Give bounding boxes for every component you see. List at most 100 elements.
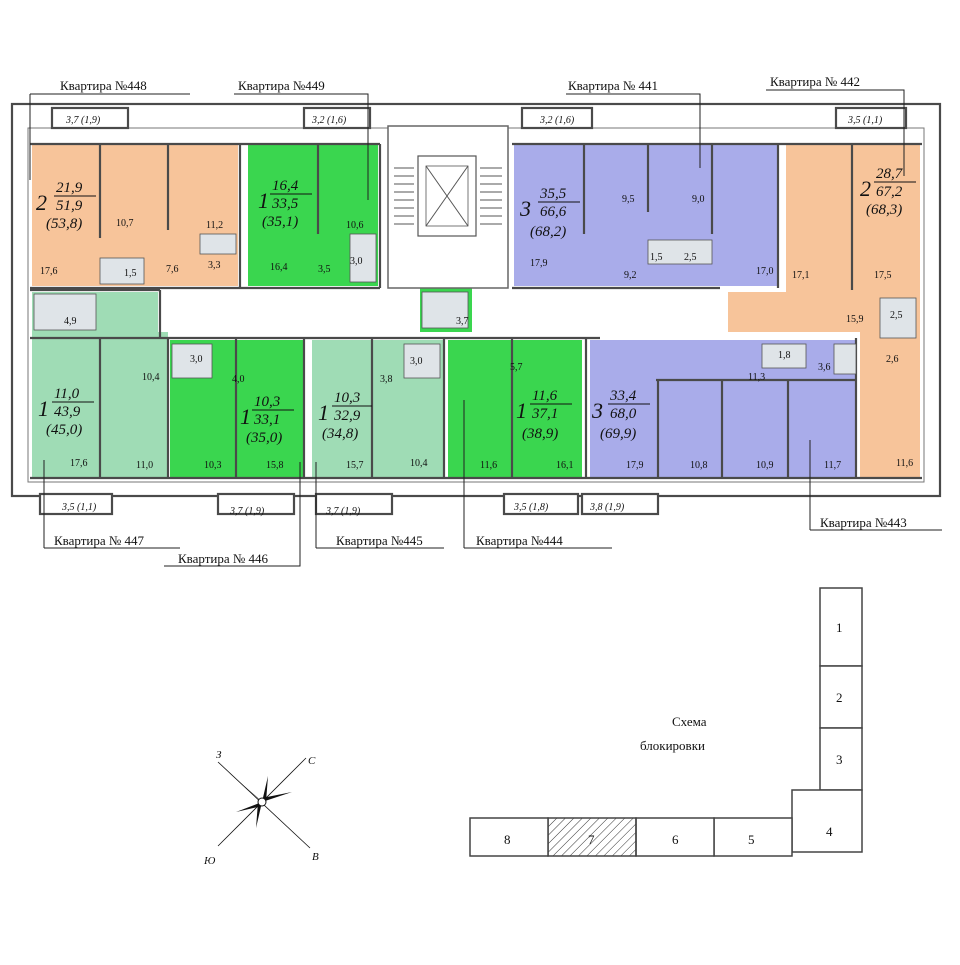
apt-448-summary: 2 21,9 51,9 (53,8) — [36, 180, 96, 232]
block-4 — [791, 789, 863, 853]
svg-text:43,9: 43,9 — [54, 404, 81, 420]
svg-text:10,3: 10,3 — [334, 390, 360, 406]
svg-text:2: 2 — [36, 190, 47, 215]
svg-text:3: 3 — [836, 752, 843, 767]
svg-text:(53,8): (53,8) — [46, 216, 82, 232]
balcony-label: 3,2 (1,6) — [539, 115, 575, 126]
svg-text:3,0: 3,0 — [190, 354, 203, 365]
bath-445 — [403, 343, 441, 379]
svg-text:35,5: 35,5 — [539, 186, 567, 202]
block-scheme: 1 2 3 4 5 6 7 8 — [469, 587, 863, 857]
bath-447 — [33, 293, 97, 331]
svg-text:3,6: 3,6 — [818, 362, 831, 373]
svg-text:66,6: 66,6 — [540, 204, 567, 220]
svg-text:10,3: 10,3 — [254, 394, 280, 410]
svg-text:3,3: 3,3 — [208, 260, 221, 271]
apt-448-label: Квартира №448 — [60, 78, 147, 93]
apt-444-label: Квартира №444 — [476, 533, 563, 548]
svg-text:1,5: 1,5 — [124, 268, 137, 279]
balcony-label: 3,7 (1,9) — [229, 506, 265, 517]
svg-text:9,0: 9,0 — [692, 194, 705, 205]
svg-text:8: 8 — [504, 832, 511, 847]
svg-text:17,0: 17,0 — [756, 266, 774, 277]
svg-text:11,0: 11,0 — [136, 460, 153, 471]
svg-text:(45,0): (45,0) — [46, 422, 82, 438]
apt-442-summary: 2 28,7 67,2 (68,3) — [860, 166, 916, 218]
svg-text:11,0: 11,0 — [54, 386, 80, 402]
apt-447-label: Квартира № 447 — [54, 533, 145, 548]
svg-text:16,1: 16,1 — [556, 460, 574, 471]
svg-text:1: 1 — [836, 620, 843, 635]
svg-text:2,5: 2,5 — [684, 252, 697, 263]
svg-text:11,3: 11,3 — [748, 372, 765, 383]
bath-444 — [421, 291, 469, 329]
apt-445-summary: 1 10,3 32,9 (34,8) — [318, 390, 372, 442]
svg-text:7: 7 — [588, 832, 595, 847]
apt-442-label: Квартира № 442 — [770, 74, 860, 89]
svg-text:1: 1 — [240, 404, 251, 429]
interior-walls-bottom — [30, 288, 922, 480]
svg-text:10,3: 10,3 — [204, 460, 222, 471]
svg-text:17,5: 17,5 — [874, 270, 892, 281]
svg-text:1: 1 — [38, 396, 49, 421]
svg-text:51,9: 51,9 — [56, 198, 83, 214]
block-7 — [547, 817, 637, 857]
wc-448 — [99, 257, 145, 285]
block-5 — [713, 817, 793, 857]
block-2 — [819, 665, 863, 729]
apt-449-summary: 1 16,4 33,5 (35,1) — [258, 178, 312, 230]
bath-446 — [171, 343, 213, 379]
balcony-label: 3,8 (1,9) — [589, 502, 625, 513]
svg-text:2: 2 — [836, 690, 843, 705]
svg-text:(69,9): (69,9) — [600, 426, 636, 442]
svg-text:1,8: 1,8 — [778, 350, 791, 361]
block-3 — [819, 727, 863, 791]
svg-text:9,2: 9,2 — [624, 270, 637, 281]
svg-text:10,9: 10,9 — [756, 460, 774, 471]
svg-text:3,8: 3,8 — [380, 374, 393, 385]
balconies — [38, 106, 908, 516]
svg-text:3,5: 3,5 — [318, 264, 331, 275]
svg-text:4,0: 4,0 — [232, 374, 245, 385]
svg-text:4,9: 4,9 — [64, 316, 77, 327]
compass-north: С — [308, 755, 316, 767]
svg-text:4: 4 — [826, 824, 833, 839]
svg-text:(35,1): (35,1) — [262, 214, 298, 230]
svg-text:15,8: 15,8 — [266, 460, 284, 471]
svg-text:17,9: 17,9 — [530, 258, 548, 269]
svg-text:2,5: 2,5 — [890, 310, 903, 321]
stair-steps — [394, 167, 502, 225]
svg-text:10,4: 10,4 — [142, 372, 160, 383]
svg-text:1: 1 — [516, 398, 527, 423]
svg-text:28,7: 28,7 — [876, 166, 904, 182]
apt-442-area-bot — [860, 332, 920, 478]
bath-449 — [349, 233, 377, 283]
svg-text:21,9: 21,9 — [56, 180, 83, 196]
bath-441 — [647, 239, 713, 265]
svg-text:5,7: 5,7 — [510, 362, 523, 373]
svg-text:3,0: 3,0 — [350, 256, 363, 267]
svg-text:16,4: 16,4 — [272, 178, 299, 194]
svg-text:16,4: 16,4 — [270, 262, 288, 273]
svg-text:68,0: 68,0 — [610, 406, 637, 422]
svg-text:17,1: 17,1 — [792, 270, 810, 281]
svg-text:1: 1 — [258, 188, 269, 213]
svg-text:37,1: 37,1 — [531, 406, 558, 422]
svg-text:33,1: 33,1 — [253, 412, 280, 428]
wc-443 — [833, 343, 857, 375]
svg-text:7,6: 7,6 — [166, 264, 179, 275]
svg-text:10,8: 10,8 — [690, 460, 708, 471]
apt-446-label: Квартира № 446 — [178, 551, 269, 566]
svg-text:10,4: 10,4 — [410, 458, 428, 469]
svg-text:6: 6 — [672, 832, 679, 847]
leader-lines — [29, 89, 942, 567]
scheme-title-line1: Схема — [672, 714, 707, 729]
balcony-label: 3,5 (1,1) — [847, 115, 883, 126]
svg-text:3: 3 — [519, 196, 531, 221]
svg-text:(35,0): (35,0) — [246, 430, 282, 446]
room-areas: 17,6 10,7 11,2 7,6 3,3 1,5 16,4 10,6 3,5… — [40, 194, 913, 471]
apt-441-label: Квартира № 441 — [568, 78, 658, 93]
apt-444-summary: 1 11,6 37,1 (38,9) — [516, 388, 572, 442]
svg-text:33,5: 33,5 — [271, 196, 299, 212]
apt-443-summary: 3 33,4 68,0 (69,9) — [591, 388, 650, 442]
